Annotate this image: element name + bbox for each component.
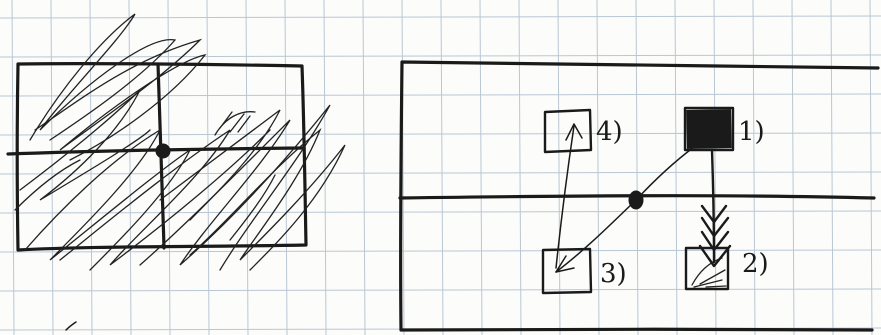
grid-line-vertical [558,0,560,335]
grid-line-vertical [792,0,794,335]
grid-line-vertical [870,0,872,335]
grid-line-horizontal [0,55,881,57]
grid-line-horizontal [0,289,881,291]
grid-line-vertical [753,0,755,335]
grid-line-vertical [285,0,287,335]
grid-line-vertical [831,0,833,335]
grid-line-horizontal [0,211,881,213]
label-square-1: 1) [738,117,765,147]
label-square-3: 3) [600,259,627,289]
left-scribbles [15,14,345,270]
left-center-dot [156,144,170,158]
square-4 [545,110,591,152]
stray-mark [66,322,76,330]
arrow-2-to-3 [556,147,694,272]
grid-line-vertical [441,0,443,335]
grid-line-vertical [363,0,365,335]
grid-line-vertical [675,0,677,335]
grid-line-vertical [12,0,14,335]
grid-line-vertical [324,0,326,335]
grid-line-vertical [246,0,248,335]
grid-line-vertical [480,0,482,335]
square-3 [543,249,591,293]
grid-line-vertical [207,0,209,335]
grid-line-vertical [129,0,131,335]
label-square-2: 2) [742,249,769,279]
left-panel [8,14,345,270]
grid-line-vertical [51,0,53,335]
grid-line-vertical [636,0,638,335]
label-square-4: 4) [596,117,623,147]
grid-line-vertical [90,0,92,335]
square-1 [687,110,732,149]
grid-line-vertical [519,0,521,335]
grid-line-vertical [714,0,716,335]
grid-line-vertical [597,0,599,335]
